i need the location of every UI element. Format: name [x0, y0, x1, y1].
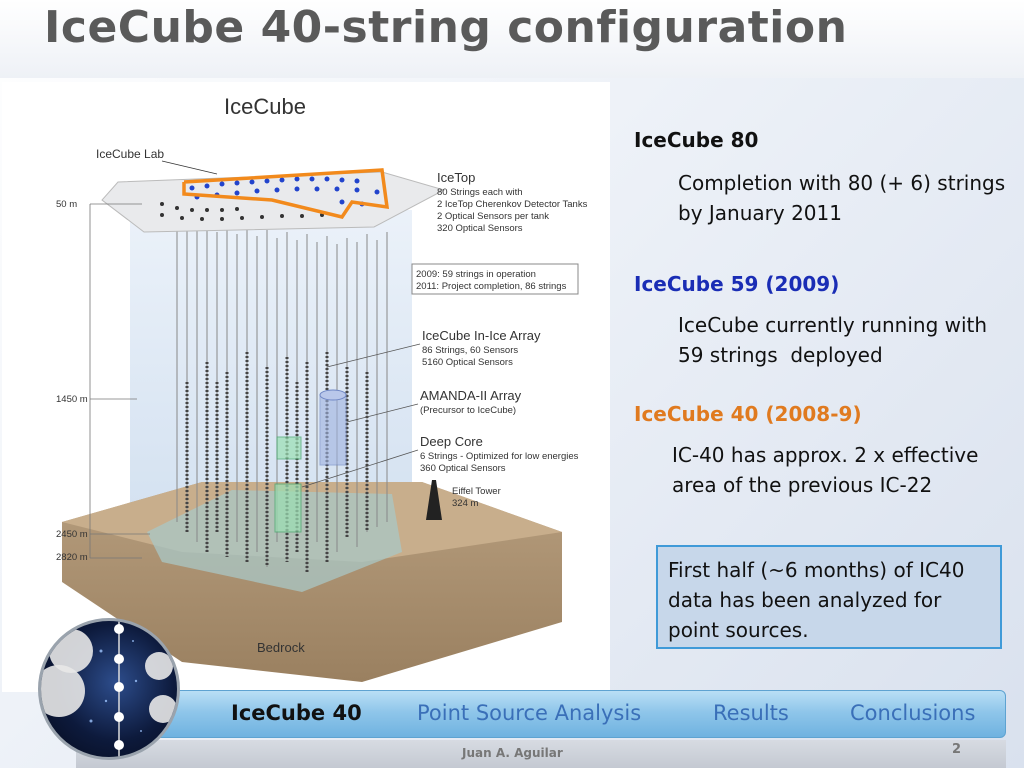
deepcore-line1: 6 Strings - Optimized for low energies	[420, 451, 579, 462]
status-box	[411, 263, 579, 295]
deepcore-upper	[276, 436, 302, 460]
ic40-body-line1: IC-40 has approx. 2 x effective	[672, 443, 979, 467]
nav-item-point-source-analysis[interactable]: Point Source Analysis	[417, 701, 642, 725]
amanda-cylinder-top	[319, 389, 347, 401]
in-ice-strings	[176, 222, 388, 572]
lab-label: IceCube Lab	[96, 147, 164, 161]
deepcore-line2: 360 Optical Sensors	[420, 463, 506, 474]
status-line1: 2009: 59 strings in operation	[416, 269, 536, 280]
ic59-heading: IceCube 59 (2009)	[634, 272, 840, 296]
inice-line2: 5160 Optical Sensors	[422, 357, 513, 368]
inice-line1: 86 Strings, 60 Sensors	[422, 345, 518, 356]
logo-svg	[41, 621, 177, 757]
ice-volume	[130, 210, 412, 552]
title-bar	[0, 0, 1024, 78]
ic59-body: IceCube currently running with 59 string…	[678, 310, 1018, 370]
icetop-title: IceTop	[437, 170, 475, 185]
amanda-line1: (Precursor to IceCube)	[420, 405, 516, 416]
icetop-line1: 80 Strings each with	[437, 187, 523, 198]
ic59-body-line2: 59 strings deployed	[678, 343, 883, 367]
eiffel-line2: 324 m	[452, 498, 478, 509]
depth-50: 50 m	[56, 199, 77, 210]
bedrock-label: Bedrock	[257, 640, 305, 655]
nav-bar: IceCube 40 Point Source Analysis Results…	[76, 690, 1006, 738]
icecube-diagram: IceCube IceCube Lab IceTop 80 Strings ea…	[2, 82, 610, 692]
array-bottom	[147, 490, 402, 592]
status-line2: 2011: Project completion, 86 strings	[416, 281, 567, 292]
ic40-outline	[182, 168, 390, 219]
depth-2450: 2450 m	[56, 529, 88, 540]
icetop-line2: 2 IceTop Cherenkov Detector Tanks	[437, 199, 588, 210]
footer-bar	[76, 740, 1006, 768]
icecube-logo	[38, 618, 180, 760]
deepcore-title: Deep Core	[420, 434, 483, 449]
figure-heading: IceCube	[224, 94, 306, 119]
footer-author: Juan A. Aguilar	[462, 746, 563, 760]
callout-line1: First half (~6 months) of IC40	[668, 558, 965, 582]
callout-box: First half (~6 months) of IC40 data has …	[656, 545, 1002, 649]
ic80-heading: IceCube 80	[634, 128, 759, 152]
ic40-body: IC-40 has approx. 2 x effective area of …	[672, 440, 1012, 500]
icecube-diagram-svg: IceCube IceCube Lab IceTop 80 Strings ea…	[56, 94, 588, 682]
ic80-body-line1: Completion with 80 (+ 6) strings	[678, 171, 1006, 195]
amanda-cylinder	[319, 394, 347, 466]
nav-item-conclusions[interactable]: Conclusions	[850, 701, 976, 725]
eiffel-tower-icon	[426, 480, 442, 520]
icetop-line3: 2 Optical Sensors per tank	[437, 211, 549, 222]
sensor-strings	[185, 352, 369, 572]
slide-title: IceCube 40-string configuration	[44, 2, 848, 53]
amanda-title: AMANDA-II Array	[420, 388, 522, 403]
ic80-body-line2: by January 2011	[678, 201, 842, 225]
ic40-heading: IceCube 40 (2008-9)	[634, 402, 862, 426]
deepcore-lower	[274, 483, 302, 533]
callout-line3: point sources.	[668, 618, 809, 642]
nav-item-results[interactable]: Results	[713, 701, 789, 725]
icetop-line4: 320 Optical Sensors	[437, 223, 523, 234]
ic40-body-line2: area of the previous IC-22	[672, 473, 933, 497]
eiffel-line1: Eiffel Tower	[452, 486, 501, 497]
ic80-body: Completion with 80 (+ 6) strings by Janu…	[678, 168, 1018, 228]
inice-title: IceCube In-Ice Array	[422, 328, 541, 343]
page-number: 2	[952, 742, 962, 757]
icetop-tanks	[189, 176, 380, 207]
nav-item-icecube40[interactable]: IceCube 40	[231, 701, 362, 725]
callout-line2: data has been analyzed for	[668, 588, 942, 612]
depth-2820: 2820 m	[56, 552, 88, 563]
depth-scale	[89, 203, 150, 559]
depth-1450: 1450 m	[56, 394, 88, 405]
ic59-body-line1: IceCube currently running with	[678, 313, 988, 337]
